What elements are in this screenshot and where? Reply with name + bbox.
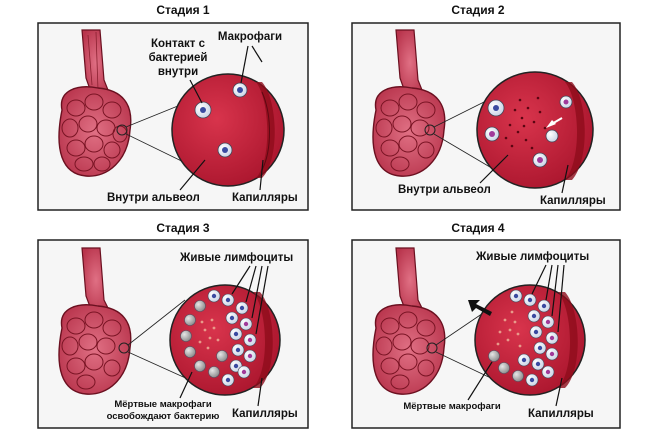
- stage-4-title: Стадия 4: [451, 221, 505, 235]
- label-inside-alveoli: Внутри альвеол: [398, 184, 491, 196]
- lung-cluster: [372, 247, 446, 395]
- label-dead-macrophages-2: освобождают бактерию: [107, 411, 220, 422]
- label-dead-macrophages: Мёртвые макрофаги: [403, 401, 501, 412]
- label-contact-1: Контакт с: [151, 38, 206, 50]
- stage-1-title: Стадия 1: [156, 3, 210, 17]
- label-contact-2: бактерией: [149, 52, 208, 64]
- label-contact-3: внутри: [158, 66, 198, 78]
- label-live-lymphocytes: Живые лимфоциты: [179, 252, 293, 264]
- lung-cluster: [372, 29, 446, 177]
- stage-1: Стадия 1: [37, 3, 309, 211]
- label-capillaries: Капилляры: [232, 408, 298, 420]
- label-live-lymphocytes: Живые лимфоциты: [475, 251, 589, 263]
- alveolus: [169, 284, 281, 396]
- alveolus: [476, 71, 594, 189]
- stage-4: Стадия 4: [351, 221, 621, 429]
- alveolus: [171, 73, 285, 187]
- arrow-icon: [468, 300, 492, 316]
- label-inside-alveoli: Внутри альвеол: [107, 192, 200, 204]
- lung-cluster: [58, 29, 132, 177]
- label-capillaries: Капилляры: [528, 408, 594, 420]
- alveolus: [474, 284, 586, 396]
- stage-2-title: Стадия 2: [451, 3, 505, 17]
- label-capillaries: Капилляры: [232, 192, 298, 204]
- label-capillaries: Капилляры: [540, 195, 606, 207]
- stage-3-title: Стадия 3: [156, 221, 210, 235]
- label-macrophages: Макрофаги: [218, 31, 282, 43]
- stage-2: Стадия 2: [351, 3, 621, 211]
- label-dead-macrophages-1: Мёртвые макрофаги: [114, 399, 212, 410]
- lung-cluster: [58, 247, 132, 395]
- stage-3: Стадия 3: [37, 221, 309, 429]
